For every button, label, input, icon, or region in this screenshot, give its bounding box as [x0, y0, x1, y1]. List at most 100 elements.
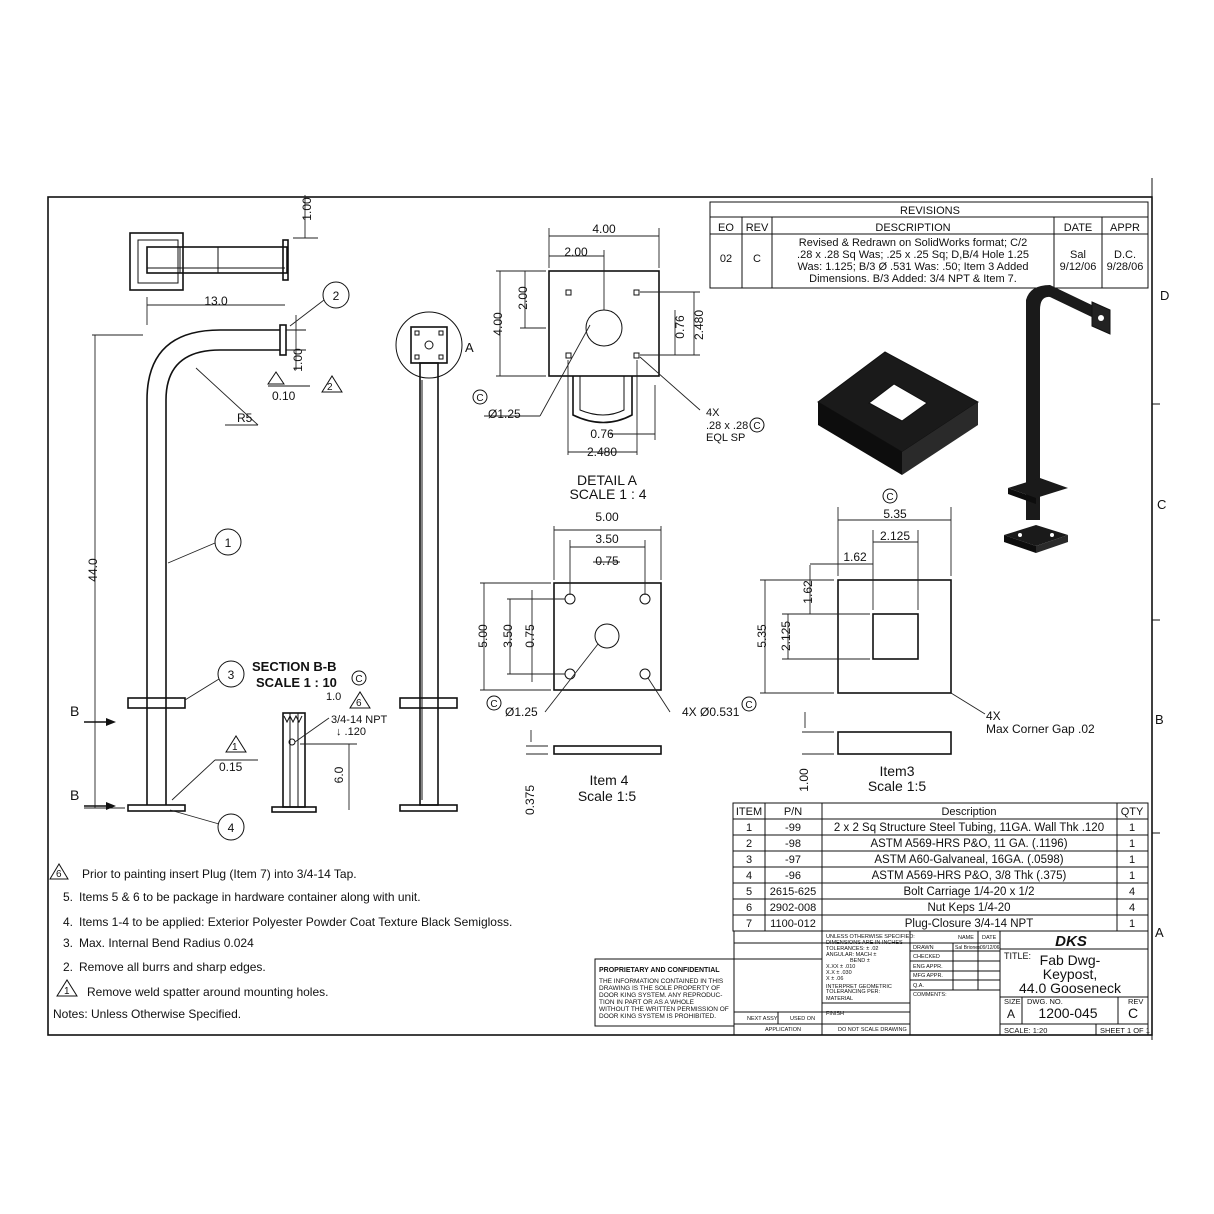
item4-h-500: 5.00: [476, 624, 490, 648]
item3-thk: 1.00: [797, 768, 811, 792]
flag-1: 1: [232, 742, 238, 753]
do-not-scale: DO NOT SCALE DRAWING: [838, 1027, 907, 1033]
bom-header-pn: P/N: [784, 806, 802, 818]
proprietary-line: THE INFORMATION CONTAINED IN THIS: [599, 978, 724, 985]
tolerance-line: X.XX ± .010: [826, 964, 855, 970]
detail-a: 4.00 2.00 4.00 2.00 0.76 2.480 0.76 2.48…: [472, 222, 765, 502]
dim-weld-0.15: 0.15: [219, 760, 243, 774]
bom-item: 2: [746, 838, 752, 850]
revisions-title: REVISIONS: [900, 205, 960, 217]
dwg-label: DWG. NO.: [1027, 997, 1063, 1006]
bom-pn: -96: [785, 870, 801, 882]
bom-qty: 4: [1129, 902, 1135, 914]
used-on-label: USED ON: [790, 1016, 815, 1022]
notes: 6 Prior to painting insert Plug (Item 7)…: [49, 863, 512, 1021]
gooseneck-side-view: 13.0 44.0 R5 1.00 0.10 2 0.15 1 1 2 3 4: [70, 281, 350, 841]
note-3-num: 3.: [63, 936, 73, 950]
company-logo: DKS: [1055, 933, 1087, 950]
section-height: 6.0: [332, 766, 346, 783]
bom-desc: 2 x 2 Sq Structure Steel Tubing, 11GA. W…: [834, 822, 1104, 834]
item-4-view: 5.00 3.50 0.75 5.00 3.50 0.75 C Ø1.25 4X…: [476, 510, 757, 815]
proprietary-line: TION IN PART OR AS A WHOLE: [599, 999, 695, 1006]
section-depth: ↓ .120: [336, 726, 366, 738]
proprietary-line: DOOR KING SYSTEM. ANY REPRODUC-: [599, 992, 722, 999]
unless-specified: UNLESS OTHERWISE SPECIFIED:: [826, 934, 915, 940]
detail-sq-eq: EQL SP: [706, 432, 745, 444]
note-2-num: 2.: [63, 960, 73, 974]
isometric-plate: [817, 351, 979, 475]
bom-desc: Bolt Carriage 1/4-20 x 1/2: [903, 886, 1034, 898]
item4-scale: Scale 1:5: [578, 788, 637, 804]
balloon-2: 2: [333, 289, 340, 303]
sheet-value: SHEET 1 OF 1: [1100, 1026, 1150, 1035]
drawn-date: 09/12/06: [980, 945, 1000, 951]
zone-c: C: [1157, 497, 1166, 512]
rev-c-mark: C: [886, 492, 893, 503]
rev-desc-line: Revised & Redrawn on SolidWorks format; …: [799, 237, 1027, 249]
sign-row: CHECKED: [913, 954, 940, 960]
section-bb-scale: SCALE 1 : 10: [256, 675, 337, 690]
finish-label: FINISH: [826, 1011, 844, 1017]
rev-desc-line: Dimensions. B/3 Added: 3/4 NPT & Item 7.: [809, 273, 1017, 285]
size-value: A: [1007, 1007, 1015, 1021]
bom-item: 7: [746, 918, 752, 930]
rev-value: C: [1128, 1005, 1138, 1021]
bom-qty: 1: [1129, 870, 1135, 882]
title-label: TITLE:: [1004, 951, 1031, 961]
detail-v-2480: 2.480: [692, 310, 706, 340]
item4-w-500: 5.00: [595, 510, 619, 524]
note-5-num: 5.: [63, 890, 73, 904]
note-2: Remove all burrs and sharp edges.: [79, 960, 266, 974]
note-flag-1: 1: [64, 986, 70, 997]
detail-sq-count: 4X: [706, 407, 720, 419]
rev-label: REV: [1128, 997, 1143, 1006]
bom-item: 1: [746, 822, 752, 834]
bom-desc: Plug-Closure 3/4-14 NPT: [905, 918, 1033, 930]
rev-header-appr: APPR: [1110, 222, 1140, 234]
bom-qty: 1: [1129, 838, 1135, 850]
proprietary-title: PROPRIETARY AND CONFIDENTIAL: [599, 967, 720, 974]
sign-row: MFG APPR.: [913, 973, 943, 979]
dim-width-13: 13.0: [204, 294, 228, 308]
item4-holes4: 4X Ø0.531: [682, 705, 740, 719]
rev-header-description: DESCRIPTION: [875, 222, 950, 234]
detail-v-076: 0.76: [673, 315, 687, 339]
item4-h-350: 3.50: [501, 624, 515, 648]
item3-corner-count: 4X: [986, 709, 1001, 723]
interpret-line: TOLERANCING PER:: [826, 989, 880, 995]
section-bb: SECTION B-B SCALE 1 : 10 C 1.0 6 3/4-14 …: [252, 659, 388, 813]
title-line: Keypost,: [1043, 966, 1097, 982]
dim-radius: R5: [237, 411, 253, 425]
rev-eo: 02: [720, 253, 732, 265]
bom-pn: -97: [785, 854, 801, 866]
sign-row: COMMENTS:: [913, 992, 947, 998]
item3-corner: Max Corner Gap .02: [986, 722, 1095, 736]
bom-qty: 1: [1129, 918, 1135, 930]
bom-header-qty: QTY: [1121, 806, 1144, 818]
bom-header-item: ITEM: [736, 806, 762, 818]
note-5: Items 5 & 6 to be package in hardware co…: [79, 890, 421, 904]
front-view-label: A: [465, 340, 474, 355]
bom-pn: 1100-012: [770, 918, 816, 930]
dwg-number: 1200-045: [1038, 1005, 1097, 1021]
material-label: MATERIAL: [826, 996, 853, 1002]
item3-h-535: 5.35: [755, 624, 769, 648]
rev-desc-line: Was: 1.125; B/3 Ø .531 Was: .50; Item 3 …: [798, 261, 1029, 273]
rev-c-mark: C: [490, 699, 497, 710]
rev-date-line: Sal: [1070, 249, 1086, 261]
zone-d: D: [1160, 288, 1169, 303]
tolerance-line: DIMENSIONS ARE IN INCHES: [826, 940, 903, 946]
bom-desc: ASTM A569-HRS P&O, 3/8 Thk (.375): [872, 870, 1067, 882]
item-3-view: C 5.35 2.125 1.62 5.35 2.125 1.62 4X Max…: [755, 488, 1095, 794]
dim-flange-1.00: 1.00: [291, 348, 305, 372]
bom-item: 6: [746, 902, 752, 914]
item3-scale: Scale 1:5: [868, 778, 927, 794]
rev-header-eo: EO: [718, 222, 734, 234]
bom-item: 3: [746, 854, 752, 866]
flag-2: 2: [327, 382, 333, 393]
rev-c-mark: C: [476, 393, 483, 404]
rev-c-mark: C: [753, 421, 760, 432]
item4-w-075: 0.75: [595, 554, 619, 568]
